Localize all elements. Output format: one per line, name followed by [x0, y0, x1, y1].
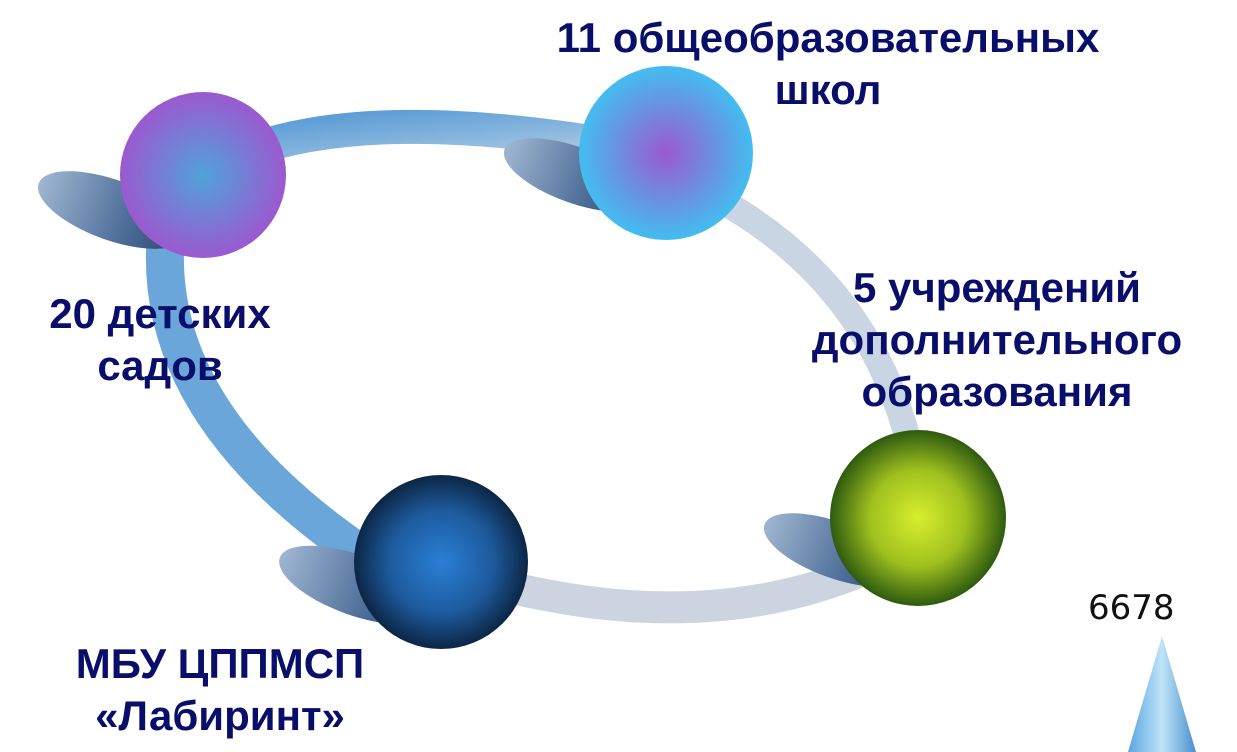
cone-shape: [1128, 636, 1196, 752]
schools-sphere: [579, 66, 753, 240]
additional-education-label: 5 учреждений дополнительного образования: [757, 262, 1237, 418]
cone-value: 6678: [1088, 588, 1175, 628]
center-label-line2: «Лабиринт»: [95, 692, 345, 739]
schools-label: 11 общеобразовательных школ: [468, 12, 1188, 116]
kindergartens-sphere: [120, 92, 286, 258]
center-label-line1: МБУ ЦППМСП: [75, 640, 365, 687]
kindergartens-label: 20 детских садов: [0, 288, 320, 392]
kindergartens-label-line2: садов: [97, 342, 223, 389]
additional-education-sphere: [830, 430, 1006, 606]
schools-label-line2: школ: [774, 66, 882, 113]
center-sphere: [354, 475, 528, 649]
schools-label-line1: 11 общеобразовательных: [556, 14, 1100, 61]
additional-education-label-line2: дополнительного: [811, 316, 1183, 363]
additional-education-label-line3: образования: [861, 368, 1133, 415]
center-label: МБУ ЦППМСП «Лабиринт»: [0, 638, 440, 742]
kindergartens-label-line1: 20 детских: [49, 290, 271, 337]
additional-education-label-line1: 5 учреждений: [852, 264, 1142, 311]
